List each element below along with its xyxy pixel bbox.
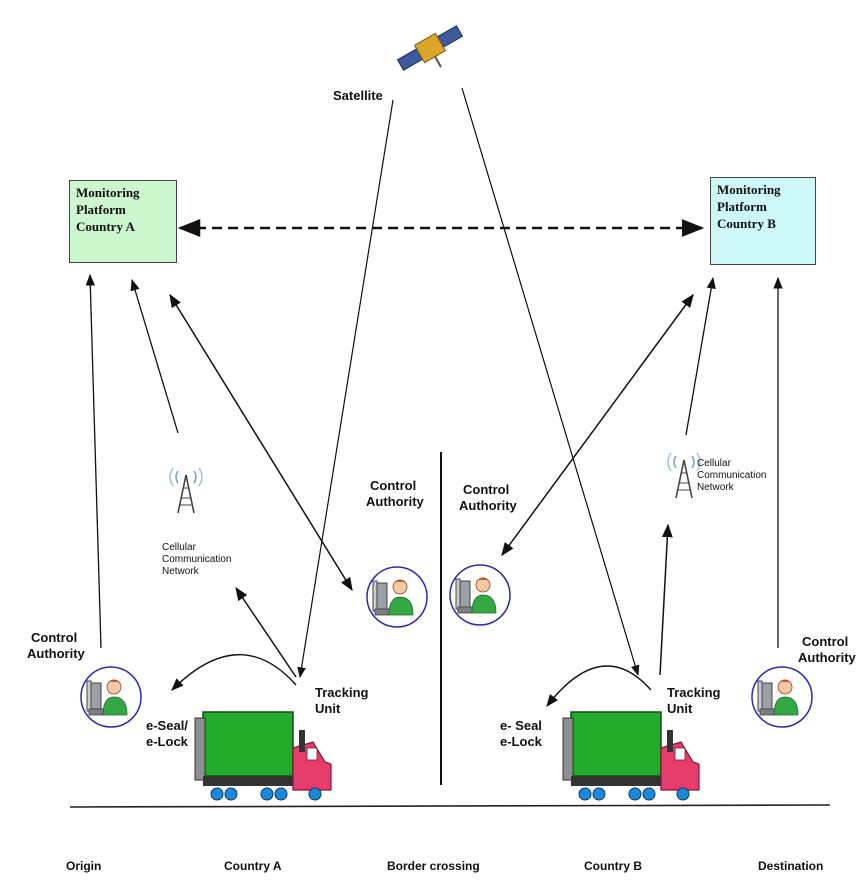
control-authority-destination-icon (751, 666, 813, 728)
monitoring-platform-a: Monitoring Platform Country A (69, 180, 177, 263)
arrow-tower-a-to-platform-a (130, 278, 179, 434)
ca-dest-line-1: Control (802, 634, 849, 649)
ground-line (69, 804, 831, 808)
arrow-tracking-b-to-tower-b (659, 523, 673, 676)
control-authority-origin-label: Control Authority (27, 630, 85, 662)
cell-tower-a-icon (169, 467, 203, 514)
tracking-b-line-1: Tracking (667, 685, 721, 700)
tracking-b-line-2: Unit (667, 701, 693, 716)
ca-origin-line-1: Control (31, 630, 78, 645)
tracking-unit-a-label: Tracking Unit (315, 685, 368, 717)
seal-a-line-1: e-Seal/ (146, 718, 188, 733)
ca-b-line-2: Authority (459, 498, 517, 513)
cell-tower-b-icon (667, 452, 701, 499)
seal-a-label: e-Seal/ e-Lock (146, 718, 188, 750)
cell-b-line-2: Communication (697, 470, 767, 481)
tracking-a-line-2: Unit (315, 701, 341, 716)
cell-b-line-1: Cellular (697, 458, 731, 469)
monitoring-platform-b: Monitoring Platform Country B (710, 177, 816, 265)
bottom-label-country-a: Country A (224, 859, 282, 873)
control-authority-b-label: Control Authority (459, 482, 517, 514)
control-authority-a-icon (366, 566, 428, 628)
bottom-label-border-crossing: Border crossing (387, 859, 480, 873)
platform-b-line-2: Platform (717, 199, 767, 214)
truck-b-icon (562, 711, 700, 801)
arrow-tracking-a-to-tower-a (235, 586, 297, 678)
ca-b-line-1: Control (463, 482, 510, 497)
bottom-label-country-b: Country B (584, 859, 642, 873)
cellular-network-b-label: Cellular Communication Network (697, 458, 766, 494)
seal-b-line-1: e- Seal (500, 718, 542, 733)
arrow-satellite-to-tracking-a (297, 99, 394, 679)
control-authority-a-label: Control Authority (366, 478, 424, 510)
cell-a-line-3: Network (162, 566, 199, 577)
arrow-origin-authority-to-platform-a (85, 273, 102, 649)
platform-a-line-2: Platform (76, 202, 126, 217)
platform-a-line-1: Monitoring (76, 185, 140, 200)
satellite-icon (396, 25, 464, 71)
control-authority-destination-label: Control Authority (798, 634, 856, 666)
ca-a-line-1: Control (370, 478, 417, 493)
tracking-a-line-1: Tracking (315, 685, 369, 700)
bottom-label-origin: Origin (66, 859, 102, 873)
satellite-label: Satellite (333, 88, 383, 103)
seal-b-line-2: e-Lock (500, 734, 542, 749)
arrow-tracking-a-to-seal-a (171, 654, 297, 691)
arrow-tower-b-to-platform-b (685, 276, 716, 436)
ca-a-line-2: Authority (366, 494, 424, 509)
cellular-network-a-label: Cellular Communication Network (162, 542, 231, 578)
cell-b-line-3: Network (697, 482, 734, 493)
platform-b-line-3: Country B (717, 216, 776, 231)
seal-b-label: e- Seal e-Lock (500, 718, 542, 750)
ca-dest-line-2: Authority (798, 650, 856, 665)
platform-a-line-3: Country A (76, 219, 135, 234)
truck-a-icon (194, 711, 332, 801)
cell-a-line-1: Cellular (162, 542, 196, 553)
platform-b-line-1: Monitoring (717, 182, 781, 197)
cell-a-line-2: Communication (162, 554, 232, 565)
tracking-unit-b-label: Tracking Unit (667, 685, 720, 717)
arrow-tracking-b-to-seal-b (546, 665, 652, 707)
control-authority-origin-icon (80, 666, 142, 728)
seal-a-line-2: e-Lock (146, 734, 188, 749)
ca-origin-line-2: Authority (27, 646, 85, 661)
arrow-platform-b-authority-b (501, 293, 694, 557)
bottom-label-destination: Destination (758, 859, 824, 873)
control-authority-b-icon (449, 564, 511, 626)
